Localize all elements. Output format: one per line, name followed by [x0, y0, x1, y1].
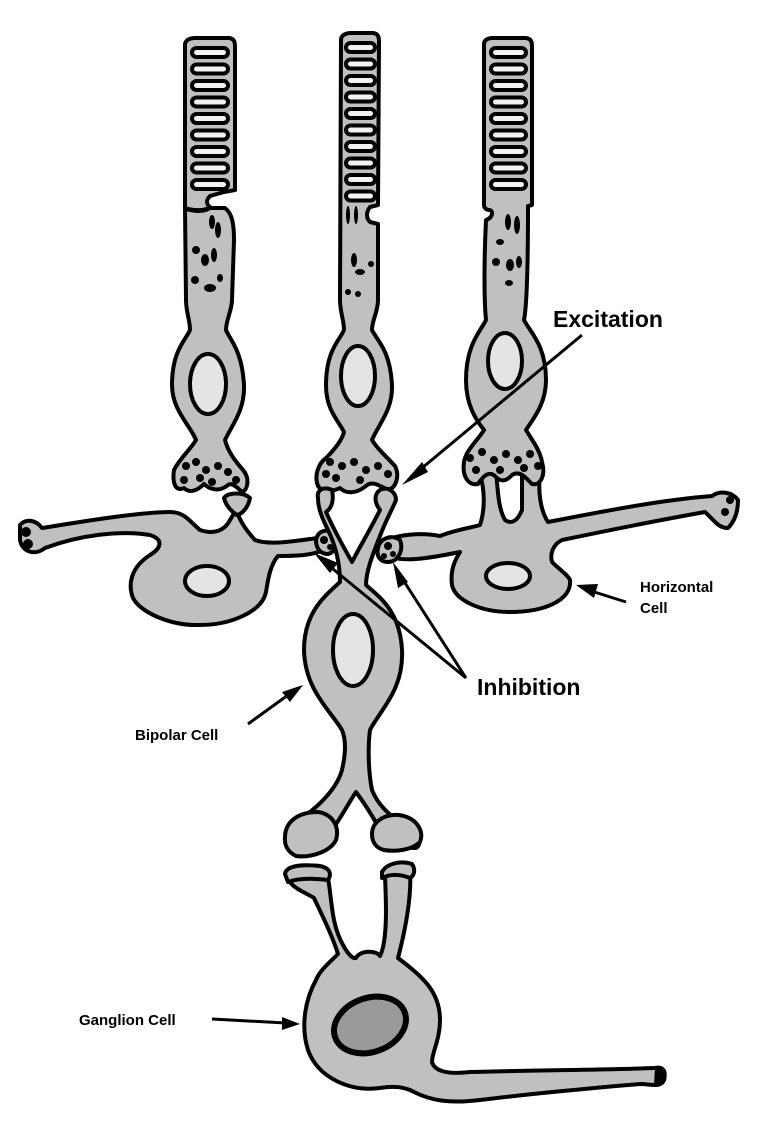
vesicle — [196, 474, 204, 482]
outer-segment-disc — [489, 62, 528, 76]
vesicle — [351, 253, 357, 267]
horizontal-cell-label-line2: Cell — [640, 600, 668, 617]
outer-segment-disc — [344, 41, 377, 54]
vesicle — [526, 450, 534, 458]
vesicle — [326, 458, 334, 466]
ganglion-cell-label: Ganglion Cell — [79, 1012, 176, 1029]
horizontal-cell-label: Horizontal Cell — [640, 577, 713, 619]
outer-segment-disc — [489, 128, 528, 142]
vesicle — [180, 476, 188, 484]
vesicle — [496, 466, 504, 474]
horizontal-cell-arrow — [576, 584, 627, 604]
vesicle — [490, 456, 498, 464]
vesicle — [338, 462, 346, 470]
vesicle — [466, 454, 474, 462]
outer-segment-disc — [190, 112, 230, 125]
vesicle — [232, 476, 240, 484]
vesicle — [192, 458, 200, 466]
outer-segment-disc — [489, 178, 528, 191]
vesicle — [496, 239, 504, 245]
vesicle — [355, 269, 365, 275]
vesicle — [215, 222, 221, 238]
vesicle — [502, 450, 510, 458]
vesicle — [514, 456, 522, 464]
vesicle — [384, 470, 392, 478]
vesicle — [346, 206, 350, 224]
vesicle — [362, 466, 370, 474]
vesicle — [506, 259, 514, 271]
outer-segment-disc — [489, 112, 528, 125]
outer-segment-disc — [489, 145, 528, 158]
outer-segment-disc — [190, 46, 230, 59]
vesicle — [332, 474, 340, 482]
bipolar-axon-terminals — [282, 810, 424, 859]
vesicle — [202, 466, 210, 474]
vesicle — [534, 462, 542, 470]
left-pedicle-contact — [222, 491, 252, 517]
vesicle — [368, 261, 374, 267]
vesicle — [208, 478, 216, 486]
outer-segment-disc — [344, 156, 377, 170]
vesicle — [217, 274, 223, 282]
vesicle — [211, 248, 217, 262]
outer-segment-disc — [190, 128, 230, 142]
outer-segment-disc — [190, 95, 230, 109]
bipolar-cell-label: Bipolar Cell — [135, 727, 219, 744]
vesicle — [182, 462, 190, 470]
vesicle — [505, 214, 511, 230]
vesicle — [204, 284, 216, 292]
vesicle — [520, 464, 528, 472]
vesicle — [214, 462, 222, 470]
ganglion-dendrite-right-tip — [380, 860, 417, 880]
vesicle — [322, 470, 330, 478]
vesicle — [514, 216, 520, 234]
vesicle — [345, 289, 351, 295]
vesicle — [191, 276, 199, 284]
outer-segment-disc — [344, 90, 377, 104]
outer-segment-disc — [489, 46, 528, 59]
outer-segment-disc — [344, 74, 377, 87]
vesicle — [192, 246, 200, 254]
vesicle — [201, 254, 209, 266]
excitation-arrow — [402, 333, 583, 485]
outer-segment-disc — [190, 161, 230, 175]
vesicle — [492, 258, 500, 266]
vesicle — [350, 458, 358, 466]
horizontal-cell-label-line1: Horizontal — [640, 579, 714, 596]
bipolar-cell-arrow — [247, 685, 303, 726]
vesicle — [356, 476, 364, 484]
outer-segment-disc — [489, 161, 528, 175]
outer-segment-disc — [190, 62, 230, 76]
horizontal-cell-left — [18, 508, 332, 628]
outer-segment-disc — [344, 189, 377, 203]
vesicle — [355, 291, 361, 297]
inhibition-label: Inhibition — [477, 674, 581, 700]
ganglion-dendrite-left-tip — [283, 863, 332, 884]
vesicle — [224, 468, 232, 476]
vesicle — [516, 256, 522, 268]
outer-segment-disc — [190, 178, 230, 191]
ganglion-cell — [285, 866, 667, 1104]
outer-segment-disc — [489, 79, 528, 92]
excitation-label: Excitation — [553, 306, 663, 332]
inhibition-arrow-left — [314, 553, 467, 680]
inhibition-arrow-right — [393, 562, 468, 679]
outer-segment-disc — [344, 123, 377, 137]
vesicle — [478, 448, 486, 456]
outer-segment-disc — [190, 79, 230, 92]
outer-segment-disc — [344, 107, 377, 120]
ganglion-cell-arrow — [211, 1017, 300, 1030]
vesicle — [505, 280, 513, 286]
outer-segment-disc — [489, 95, 528, 109]
vesicle — [354, 206, 358, 224]
outer-segment-disc — [344, 140, 377, 153]
vesicle — [374, 462, 382, 470]
outer-segment-disc — [344, 173, 377, 186]
outer-segment-disc — [344, 57, 377, 71]
photoreceptor-center — [314, 31, 400, 495]
vesicle — [472, 466, 480, 474]
outer-segment-discs — [190, 41, 528, 203]
outer-segment-disc — [190, 145, 230, 158]
vesicle — [209, 215, 215, 229]
